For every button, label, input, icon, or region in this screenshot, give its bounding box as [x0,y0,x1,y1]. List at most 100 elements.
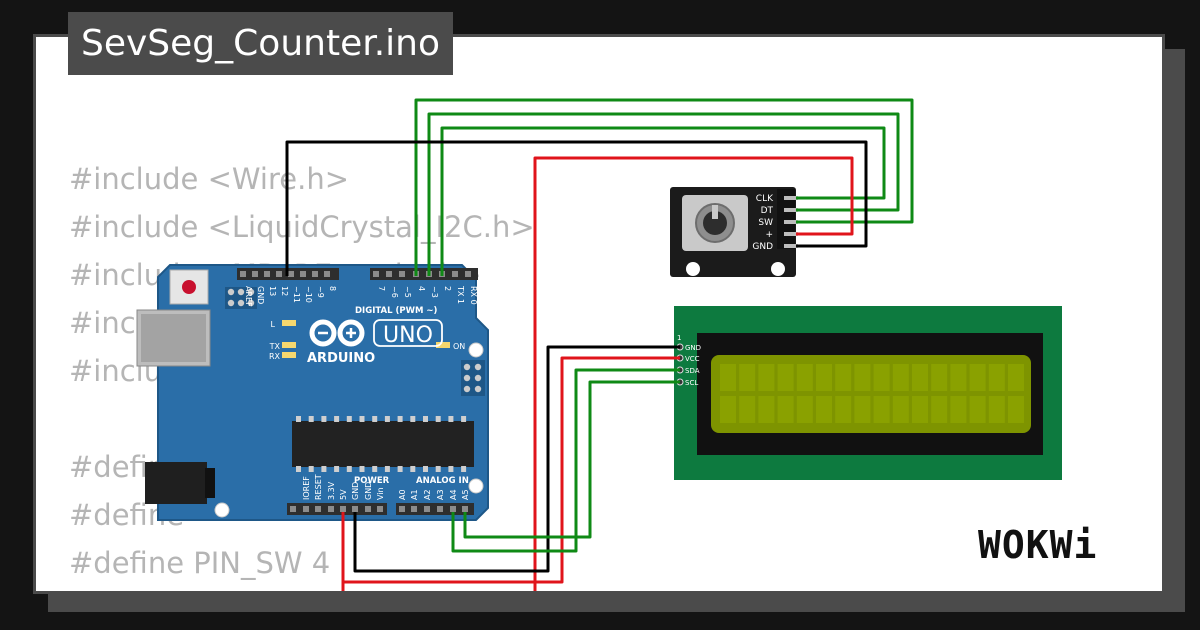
pin-label: TX 1 [456,285,465,304]
encoder-pin-label: GND [752,242,773,252]
analog-header-label: ANALOG IN [416,476,469,486]
code-line: #include <LiquidCrystal_I2C.h> [69,210,535,244]
pin-label: ~6 [390,286,399,298]
header-pin[interactable] [290,506,296,512]
pin-label: A4 [449,489,458,500]
header-pin[interactable] [303,506,309,512]
header-pin[interactable] [352,506,358,512]
pin-label: ~10 [304,286,313,303]
pin-label: Vin [376,487,385,500]
led-on-label: ON [453,342,465,351]
digital-header-label: DIGITAL (PWM ~) [355,306,437,316]
header-pin[interactable] [462,506,468,512]
header-pin[interactable] [264,271,270,277]
wire-gnd-lcd [353,345,680,573]
reset-button[interactable] [169,269,209,305]
power-jack [145,462,215,504]
pin-label: 12 [280,286,289,296]
encoder-pin[interactable] [784,220,798,224]
pin-label: GND [256,286,265,304]
encoder-pin[interactable] [784,232,798,236]
sketch-title: SevSeg_Counter.ino [68,12,453,75]
pin-label: GND [364,482,373,500]
encoder-pin[interactable] [784,196,798,200]
led-tx [282,342,296,348]
pin-label: ~5 [403,286,412,298]
lcd-pin-label: VCC [685,355,700,363]
pin-label: 2 [443,286,452,291]
wire-gnd-encoder [285,140,868,276]
encoder-pin-label: CLK [756,194,774,204]
header-pin[interactable] [424,506,430,512]
encoder-pin[interactable] [784,208,798,212]
header-pin[interactable] [252,271,258,277]
header-pin[interactable] [300,271,306,277]
power-header-label: POWER [354,476,390,486]
header-pin[interactable] [399,506,405,512]
header-pin[interactable] [288,271,294,277]
header-pin[interactable] [465,271,471,277]
led-l [282,320,296,326]
encoder-pin-label: DT [761,206,774,216]
header-pin[interactable] [450,506,456,512]
lcd-pin-label: SCL [685,379,698,387]
header-pin[interactable] [328,506,334,512]
pin-label: 4 [417,286,426,291]
usb-port[interactable] [136,309,211,367]
wire-vcc-encoder [533,156,854,591]
wire-clk [414,98,914,276]
brand-label: ARDUINO [307,351,375,366]
wire-sda [451,368,680,553]
encoder-pin-label: SW [758,218,773,228]
lcd-pin-one-label: 1 [677,334,681,342]
rotary-encoder[interactable]: CLK DT SW + GND [670,187,798,277]
header-pin[interactable] [276,271,282,277]
header-pin[interactable] [312,271,318,277]
wires [285,98,914,591]
pin-label: ~9 [316,286,325,298]
lcd-pin-label: GND [685,344,701,352]
wire-vcc-lcd [341,356,680,584]
header-pin[interactable] [324,271,330,277]
led-rx-label: RX [269,352,281,361]
encoder-pin[interactable] [784,244,798,248]
led-l-label: L [271,320,276,329]
pin-label: A1 [410,489,419,500]
atmega-chip [292,416,474,472]
pin-label: A2 [423,489,432,500]
model-label: UNO [383,323,433,348]
pin-label: 7 [377,286,386,291]
pin-label: RX 0 [469,286,478,305]
pin-label: ~11 [292,286,301,303]
wokwi-logo: WOKWi [978,523,1098,567]
pin-label: 13 [268,286,277,296]
pin-label: IOREF [302,476,311,500]
encoder-pin-label: + [765,230,773,240]
code-line: #define PIN_SW 4 [69,546,331,580]
header-pin[interactable] [240,271,246,277]
pin-label: ~3 [430,286,439,298]
pin-label: RESET [314,474,323,500]
pin-label: 8 [328,286,337,291]
header-pin[interactable] [399,271,405,277]
header-pin[interactable] [315,506,321,512]
header-pin[interactable] [373,271,379,277]
header-pin[interactable] [411,506,417,512]
wire-sw [440,126,886,276]
pin-label: 5V [339,489,348,500]
header-pin[interactable] [340,506,346,512]
header-pin[interactable] [377,506,383,512]
wire-scl [463,380,680,539]
arduino-logo-icon [309,319,365,347]
header-pin[interactable] [365,506,371,512]
led-tx-label: TX [269,342,281,351]
pin-label: A3 [436,489,445,500]
arduino-uno-board[interactable]: UNO ARDUINO DIGITAL (PWM ~) POWER ANALOG… [136,264,489,521]
pin-label: A5 [461,489,470,500]
header-pin[interactable] [452,271,458,277]
header-pin[interactable] [437,506,443,512]
header-pin[interactable] [386,271,392,277]
pin-label: A0 [398,489,407,500]
encoder-knob-icon[interactable] [703,211,727,235]
